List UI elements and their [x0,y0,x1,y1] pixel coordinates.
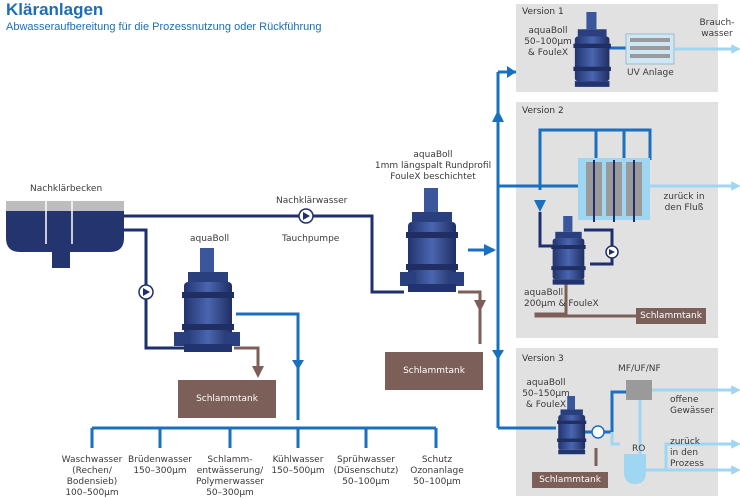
pump-v2-icon [605,245,619,259]
main-pipe [124,214,404,350]
aquaboll-left-filter-icon [174,248,240,352]
version2-pipes [516,128,652,190]
version3-label: Version 3 [522,354,564,364]
use-item: Waschwasser (Rechen/ Bodensieb)100–500µm [61,455,123,498]
version1-filter-label: aquaBoll 50–100µm & FouleX [524,26,572,58]
ro-tank-icon [624,454,646,484]
version2-output-label: zurück in den Fluß [663,192,705,213]
version1-output-label: Brauch- wasser [699,18,735,39]
aquaboll-left-label: aquaBoll [190,234,230,244]
clean-water-pipes [610,385,740,475]
pump-icon [298,208,314,224]
sludge-tank-center: Schlammtank [385,352,483,390]
version2-sludge-tank: Schlammtank [636,308,706,324]
use-item: Sprühwasser (Düsenschutz)50–100µm [333,455,399,487]
flow-arrows [292,66,546,370]
ro-label: RO [632,444,646,454]
distribution-pipes [90,70,556,448]
basin-label: Nachklärbecken [30,184,103,194]
pump-left-icon [138,284,154,300]
aquaboll-center-filter-icon [400,188,464,292]
basin-icon [6,201,124,268]
page-subtitle: Abwasseraufbereitung für die Prozessnutz… [6,21,322,33]
version1-label: Version 1 [522,7,564,17]
membrane-label: MF/UF/NF [618,364,661,374]
mf-unit-icon [626,380,652,400]
sludge-tank-left: Schlammtank [178,380,276,418]
aquaboll-center-label: aquaBoll 1mm längspalt Rundprofil FouleX… [374,150,492,182]
pump-label: Tauchpumpe [282,234,340,244]
sludge-lines [234,290,482,370]
version3-sludge-tank: Schlammtank [532,472,608,488]
valve-v3-icon [591,425,605,439]
membrane-stack-icon [578,158,650,222]
version3-output-bottom-label: zurück in den Prozess [670,437,704,469]
version3-filter-label: aquaBoll 50–150µm & FouleX [522,378,570,410]
page-title: Kläranlagen [6,0,104,19]
clarified-water-label: Nachklärwasser [276,196,348,206]
version2-filter-label: aquaBoll 200µm & FouleX [524,288,599,309]
aquaboll-v1-filter-icon [573,12,611,87]
aquaboll-v2-filter-icon [551,216,586,285]
uv-unit-icon [625,33,675,65]
aquaboll-v3-filter-icon [557,396,587,455]
version3-output-top-label: offene Gewässer [670,395,715,416]
uv-unit-label: UV Anlage [627,68,674,78]
version2-label: Version 2 [522,106,564,116]
